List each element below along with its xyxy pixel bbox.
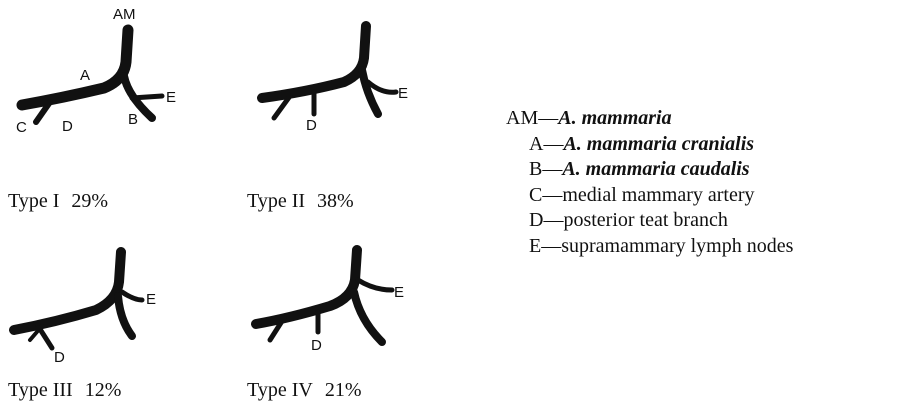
type-2-caudal-branch [358, 66, 382, 118]
type-3-main-trunk [9, 247, 126, 335]
type-4-teat-branch [267, 315, 287, 343]
type-1-label-b: B [128, 111, 138, 128]
type-2-caption: Type II 38% [247, 190, 354, 213]
type-1-caption-name: Type I [8, 190, 60, 212]
type-4-diagram: D E [251, 245, 404, 354]
legend-text-e: supramammary lymph nodes [561, 234, 794, 257]
type-4-percent: 21% [324, 379, 362, 401]
type-3-label-d: D [54, 349, 65, 366]
type-4-main-trunk [251, 245, 362, 329]
legend-dash-d: — [543, 209, 564, 231]
legend-dash-c: — [542, 183, 563, 206]
type-1-e-branch [129, 93, 165, 101]
type-2-label-e: E [398, 85, 408, 102]
legend-key-b: B [529, 158, 543, 180]
type-1-label-d: D [62, 118, 73, 135]
legend-item-b: B—A. mammaria caudalis [506, 157, 793, 183]
legend-key-c: C [529, 183, 543, 206]
legend-text-d: posterior teat branch [563, 209, 728, 231]
type-2-e-branch [365, 79, 399, 95]
legend-key-am: AM [506, 107, 539, 129]
legend-item-c: C—medial mammary artery [506, 183, 793, 209]
type-1-label-c: C [16, 119, 27, 136]
legend-key-a: A [529, 132, 544, 155]
legend-key-e: E [529, 234, 542, 257]
legend-item-a: A—A. mammaria cranialis [506, 132, 793, 158]
legend-text-am: A. mammaria [558, 107, 672, 129]
legend-text-a: A. mammaria cranialis [563, 132, 755, 155]
type-2-caption-name: Type II [247, 190, 306, 212]
type-3-label-e: E [146, 291, 156, 308]
type-3-small-branch [28, 324, 44, 342]
type-1-diagram: AM A B C D E [16, 6, 176, 136]
type-3-percent: 12% [84, 379, 122, 401]
legend-text-b: A. mammaria caudalis [562, 158, 750, 180]
type-3-e-branch [119, 289, 145, 303]
legend-item-d: D—posterior teat branch [506, 208, 793, 234]
type-2-label-d: D [306, 117, 317, 134]
type-4-caudal-branch [350, 288, 386, 346]
type-1-percent: 29% [71, 190, 109, 212]
type-4-e-branch [355, 277, 395, 293]
type-1-main-trunk [16, 24, 134, 111]
legend-dash-e: — [541, 234, 562, 257]
legend-text-c: medial mammary artery [562, 183, 755, 206]
type-3-diagram: D E [9, 247, 156, 366]
type-1-caption: Type I 29% [8, 190, 108, 213]
type-2-percent: 38% [317, 190, 354, 212]
type-1-label-a: A [80, 67, 90, 84]
type-4-caption-name: Type IV [247, 379, 313, 401]
type-4-label-e: E [394, 284, 404, 301]
legend-dash-a: — [543, 132, 564, 155]
type-1-label-am: AM [113, 6, 136, 23]
type-3-caption-name: Type III [8, 379, 73, 401]
legend-item-e: E—supramammary lymph nodes [506, 234, 793, 260]
legend-item-am: AM—A. mammaria [506, 106, 793, 132]
type-2-diagram: D E [257, 21, 408, 134]
legend-key-d: D [529, 209, 544, 231]
type-4-caption: Type IV 21% [247, 379, 361, 402]
type-1-label-e: E [166, 89, 176, 106]
type-1-d-branch [33, 99, 53, 125]
legend-dash-am: — [538, 107, 559, 129]
type-2-main-trunk [257, 21, 371, 103]
type-2-teat-branch [271, 93, 293, 121]
type-4-label-d: D [311, 337, 322, 354]
type-3-caption: Type III 12% [8, 379, 121, 402]
legend: AM—A. mammaria A—A. mammaria cranialis B… [506, 106, 793, 259]
type-3-caudal-branch [114, 292, 136, 340]
legend-dash-b: — [542, 158, 563, 180]
